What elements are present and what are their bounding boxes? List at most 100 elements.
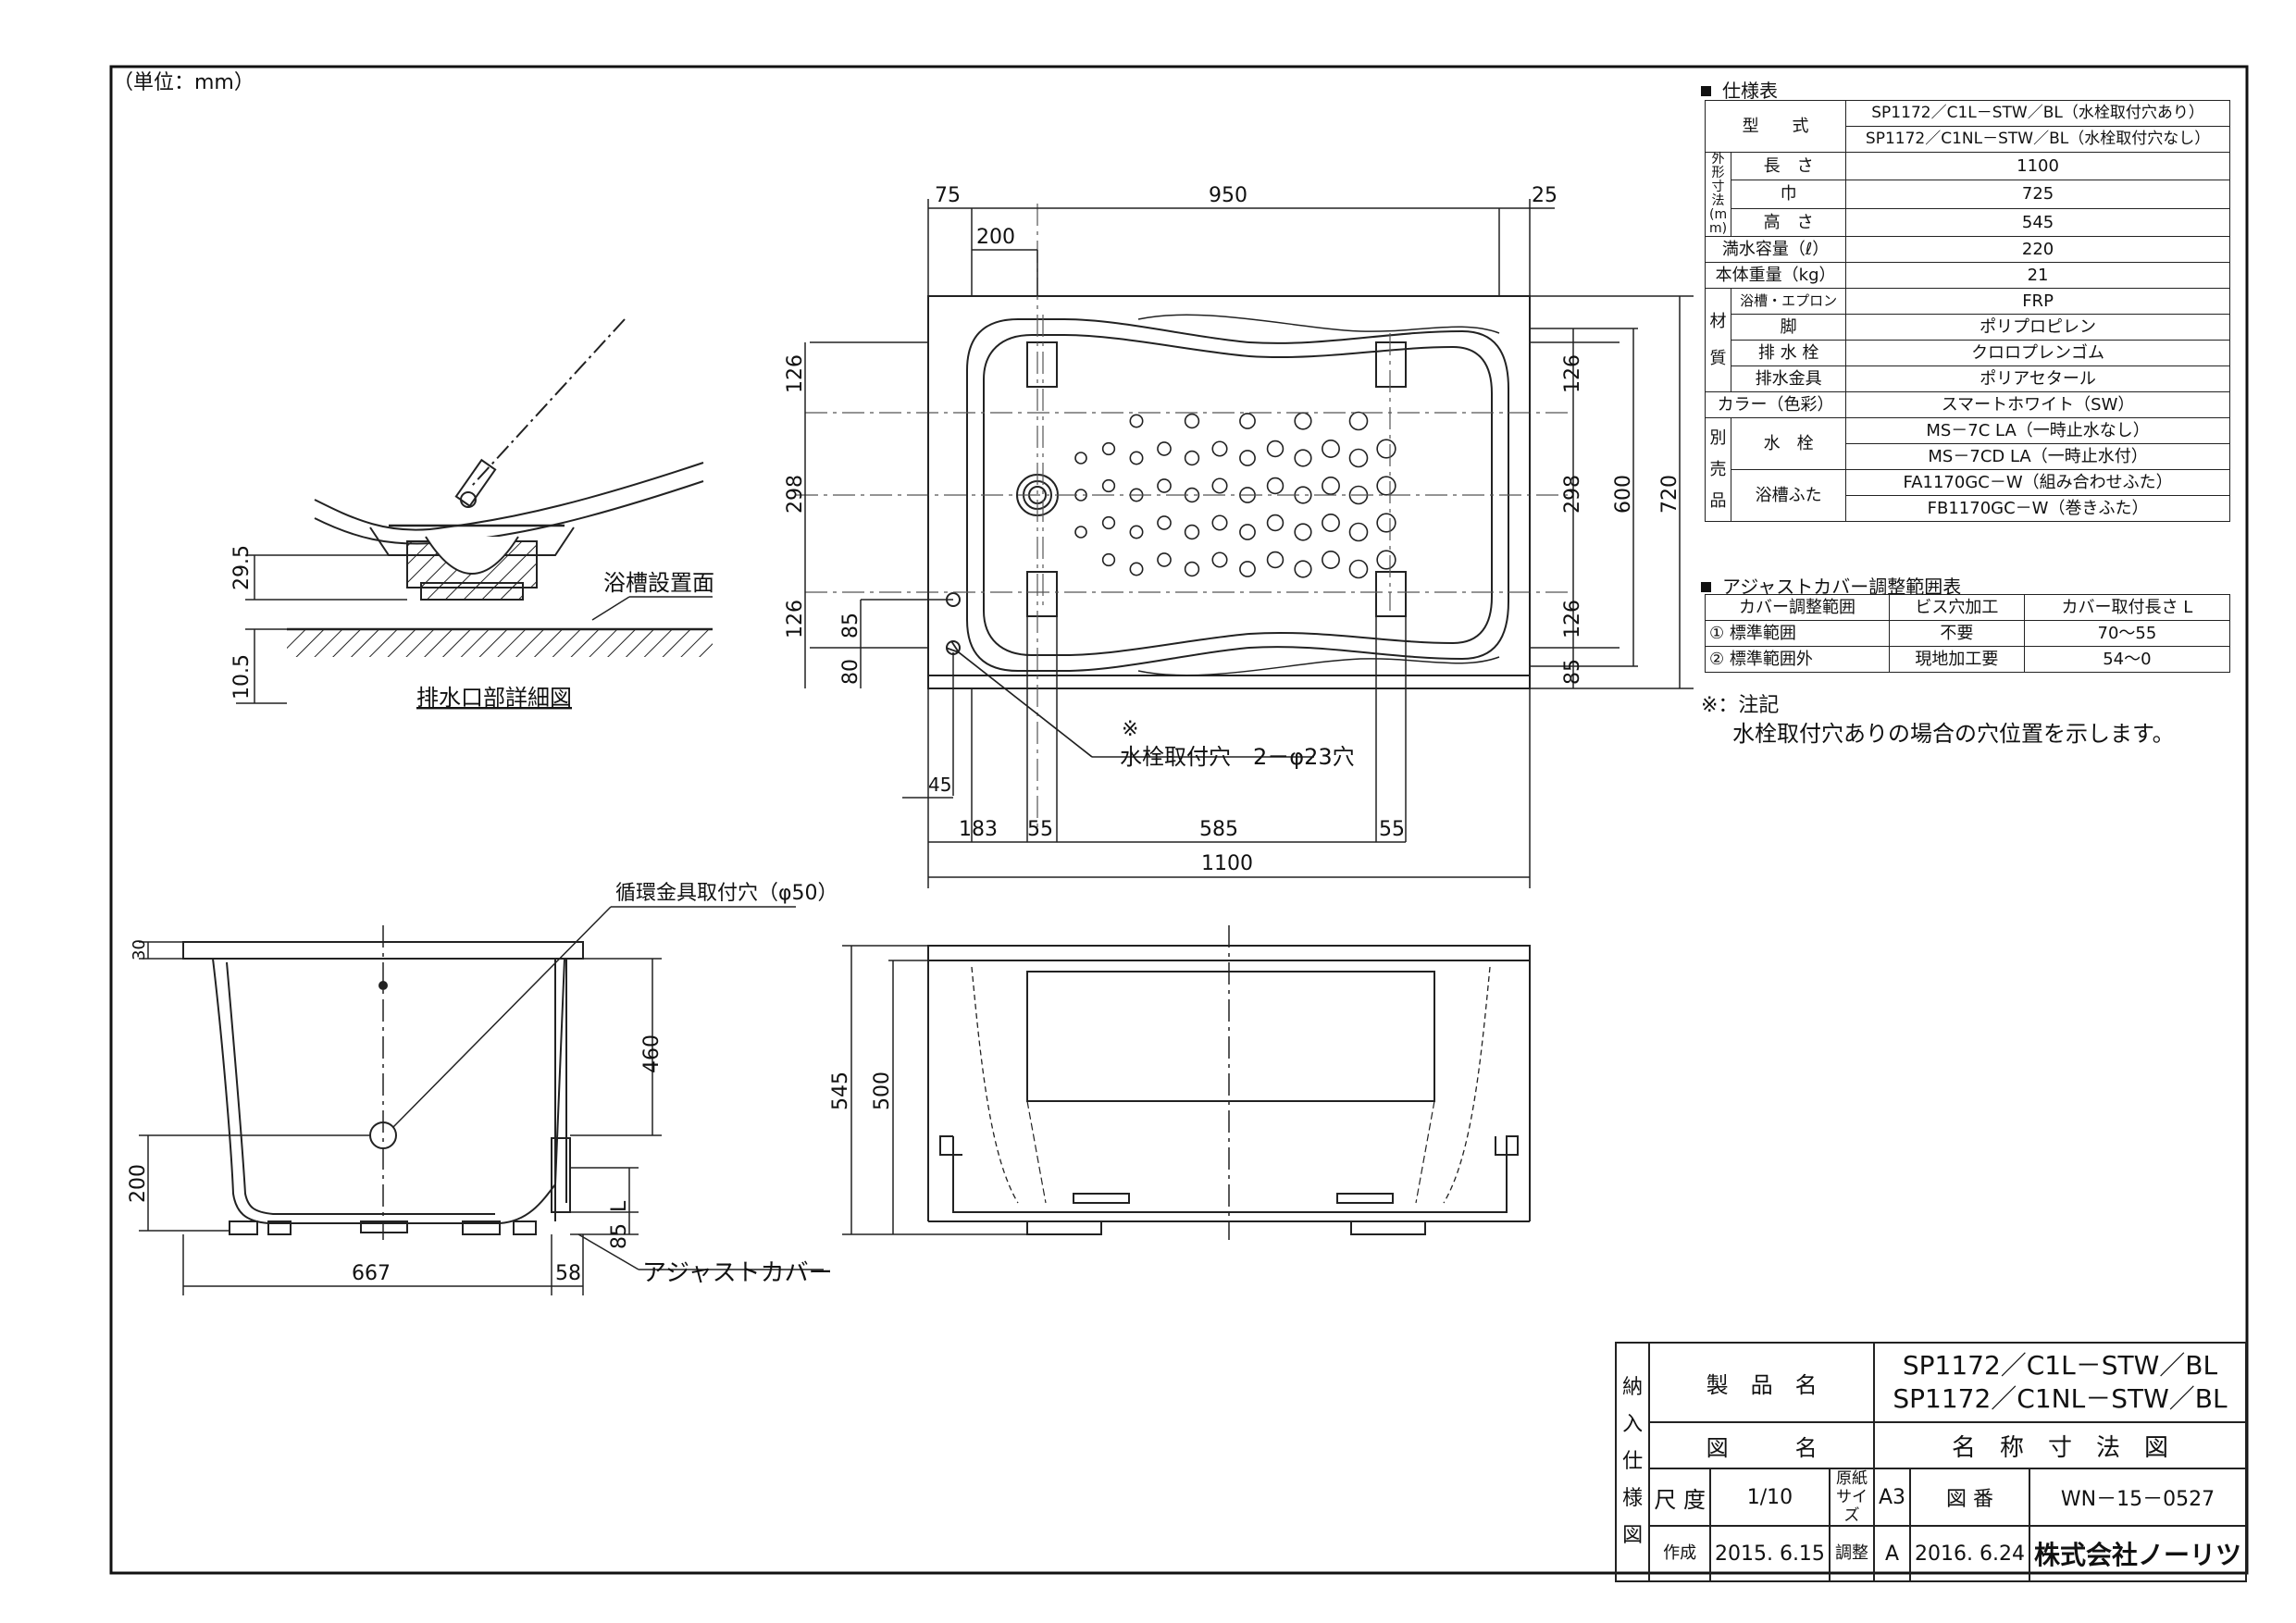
floor-label: 浴槽設置面 <box>603 570 714 596</box>
anti-slip-dot <box>1322 551 1340 569</box>
anti-slip-dot <box>1266 477 1285 495</box>
lid-1: FA1170GC－W（組み合わせふた） <box>1845 469 2230 496</box>
plan-centerlines <box>796 204 1573 833</box>
vertical-char: 図 <box>1622 1524 1644 1547</box>
side-dim-lines <box>139 906 824 1295</box>
adjust-row2-range: ② 標準範囲外 <box>1705 646 1890 673</box>
length-label: 長 さ <box>1731 151 1847 181</box>
dim-left-298: 298 <box>784 475 807 514</box>
dim-bottom-585: 585 <box>1199 818 1238 841</box>
dim-right-720: 720 <box>1658 475 1682 514</box>
width-label: 巾 <box>1731 180 1847 209</box>
anti-slip-dot <box>1266 551 1285 569</box>
anti-slip-dot <box>1211 551 1228 568</box>
dim-left-126-a: 126 <box>784 354 807 393</box>
anti-slip-dot <box>1348 522 1369 542</box>
anti-slip-dot <box>1294 449 1312 467</box>
anti-slip-dot <box>1129 414 1144 428</box>
adjust-table: カバー調整範囲 ビス穴加工 カバー取付長さ L ① 標準範囲 不要 70～55 … <box>1705 594 2231 673</box>
adjust-row1-range: ① 標準範囲 <box>1705 620 1890 647</box>
model-1: SP1172／C1L－STW／BL（水栓取付穴あり） <box>1845 100 2230 127</box>
dim-right-126-a: 126 <box>1561 354 1584 393</box>
spec-table: 型 式 SP1172／C1L－STW／BL（水栓取付穴あり） SP1172／C1… <box>1704 100 2230 522</box>
adjust-cover-label: アジャストカバー <box>642 1259 833 1287</box>
adjust-header-range: カバー調整範囲 <box>1705 594 1890 621</box>
mat-plug-label: 排 水 栓 <box>1731 340 1847 366</box>
anti-slip-dot <box>1294 560 1312 578</box>
mat-leg-value: ポリプロピレン <box>1845 314 2230 341</box>
anti-slip-dot <box>1239 450 1256 466</box>
outer-dims-label: 外形寸法(mm) <box>1704 152 1732 237</box>
anti-slip-dot <box>1184 524 1200 540</box>
dim-bottom-45: 45 <box>928 774 951 796</box>
detail-title: 排水口部詳細図 <box>416 685 572 711</box>
capacity-value: 220 <box>1845 236 2230 263</box>
drawing-name-label: 図 名 <box>1648 1421 1875 1469</box>
vertical-char: 仕 <box>1622 1450 1644 1473</box>
anti-slip-dot <box>1239 561 1256 577</box>
spec-title-text: 仕様表 <box>1722 80 1778 102</box>
capacity-label: 満水容量（ℓ） <box>1704 236 1847 263</box>
anti-slip-dot <box>1129 562 1144 576</box>
anti-slip-dot <box>1157 552 1172 567</box>
anti-slip-dot <box>1074 526 1087 539</box>
anti-slip-dot <box>1211 440 1228 457</box>
dim-bottom-55-a: 55 <box>1027 818 1053 841</box>
length-value: 1100 <box>1845 151 2230 181</box>
faucet-label: 水 栓 <box>1731 417 1847 470</box>
anti-slip-dot <box>1322 514 1340 532</box>
mat-plug-value: クロロプレンゴム <box>1845 340 2230 366</box>
anti-slip-dot <box>1101 552 1116 567</box>
front-dim-lines <box>842 925 1230 1240</box>
dim-left-126-b: 126 <box>784 600 807 638</box>
dim-front-545: 545 <box>829 1072 852 1110</box>
dim-top-75: 75 <box>935 184 961 207</box>
faucet-2: MS－7CD LA（一時止水付） <box>1845 443 2230 470</box>
anti-slip-dot <box>1211 514 1228 531</box>
dim-bottom-1100: 1100 <box>1201 852 1253 875</box>
mat-fitting-value: ポリアセタール <box>1845 365 2230 392</box>
adjust-row1-length: 70～55 <box>2023 620 2231 647</box>
height-value: 545 <box>1845 207 2230 238</box>
dim-side-58: 58 <box>555 1262 581 1285</box>
dim-side-200: 200 <box>127 1164 150 1203</box>
spec-table-title: 仕様表 <box>1701 76 1778 103</box>
drain-detail <box>314 318 704 601</box>
drawing-name: 名 称 寸 法 図 <box>1872 1421 2248 1469</box>
lid-label: 浴槽ふた <box>1731 469 1847 522</box>
dim-side-667: 667 <box>352 1262 391 1285</box>
dwg-no-label: 図 番 <box>1909 1468 2030 1527</box>
dim-right-85: 85 <box>1561 659 1584 685</box>
anti-slip-dot <box>1239 524 1256 540</box>
dim-side-85: 85 <box>608 1223 631 1249</box>
anti-slip-dot <box>1294 412 1312 430</box>
hole-mark: ※ <box>1122 718 1138 741</box>
dim-right-126-b: 126 <box>1561 600 1584 638</box>
mat-fitting-label: 排水金具 <box>1731 365 1847 392</box>
anti-slip-dot <box>1348 559 1369 579</box>
unit-note: （単位：mm） <box>113 71 254 94</box>
square-bullet-icon <box>1701 582 1711 592</box>
note-text: 水栓取付穴ありの場合の穴位置を示します。 <box>1732 721 2175 747</box>
sold-label: 別売品 <box>1704 417 1732 522</box>
adj-rev: A <box>1872 1525 1912 1582</box>
square-bullet-icon <box>1701 86 1711 96</box>
anti-slip-dot <box>1294 523 1312 541</box>
faucet-1: MS－7C LA（一時止水なし） <box>1845 417 2230 444</box>
circ-hole-label: 循環金具取付穴（φ50） <box>615 882 838 905</box>
adjust-row2-length: 54～0 <box>2023 646 2231 673</box>
anti-slip-dot <box>1376 439 1396 459</box>
made-date: 2015. 6.15 <box>1708 1525 1831 1582</box>
dim-front-500: 500 <box>871 1072 894 1110</box>
dim-right-600: 600 <box>1612 475 1635 514</box>
anti-slip-dot <box>1266 514 1285 532</box>
hole-label: 水栓取付穴 2－φ23穴 <box>1120 744 1355 770</box>
anti-slip-dot <box>1322 440 1340 458</box>
anti-slip-dot <box>1184 450 1200 466</box>
dim-side-460: 460 <box>640 1035 664 1073</box>
anti-slip-dot <box>1157 441 1172 456</box>
dim-side-30: 30 <box>130 939 149 960</box>
dim-top-950: 950 <box>1209 184 1247 207</box>
anti-slip-dot <box>1101 478 1116 493</box>
